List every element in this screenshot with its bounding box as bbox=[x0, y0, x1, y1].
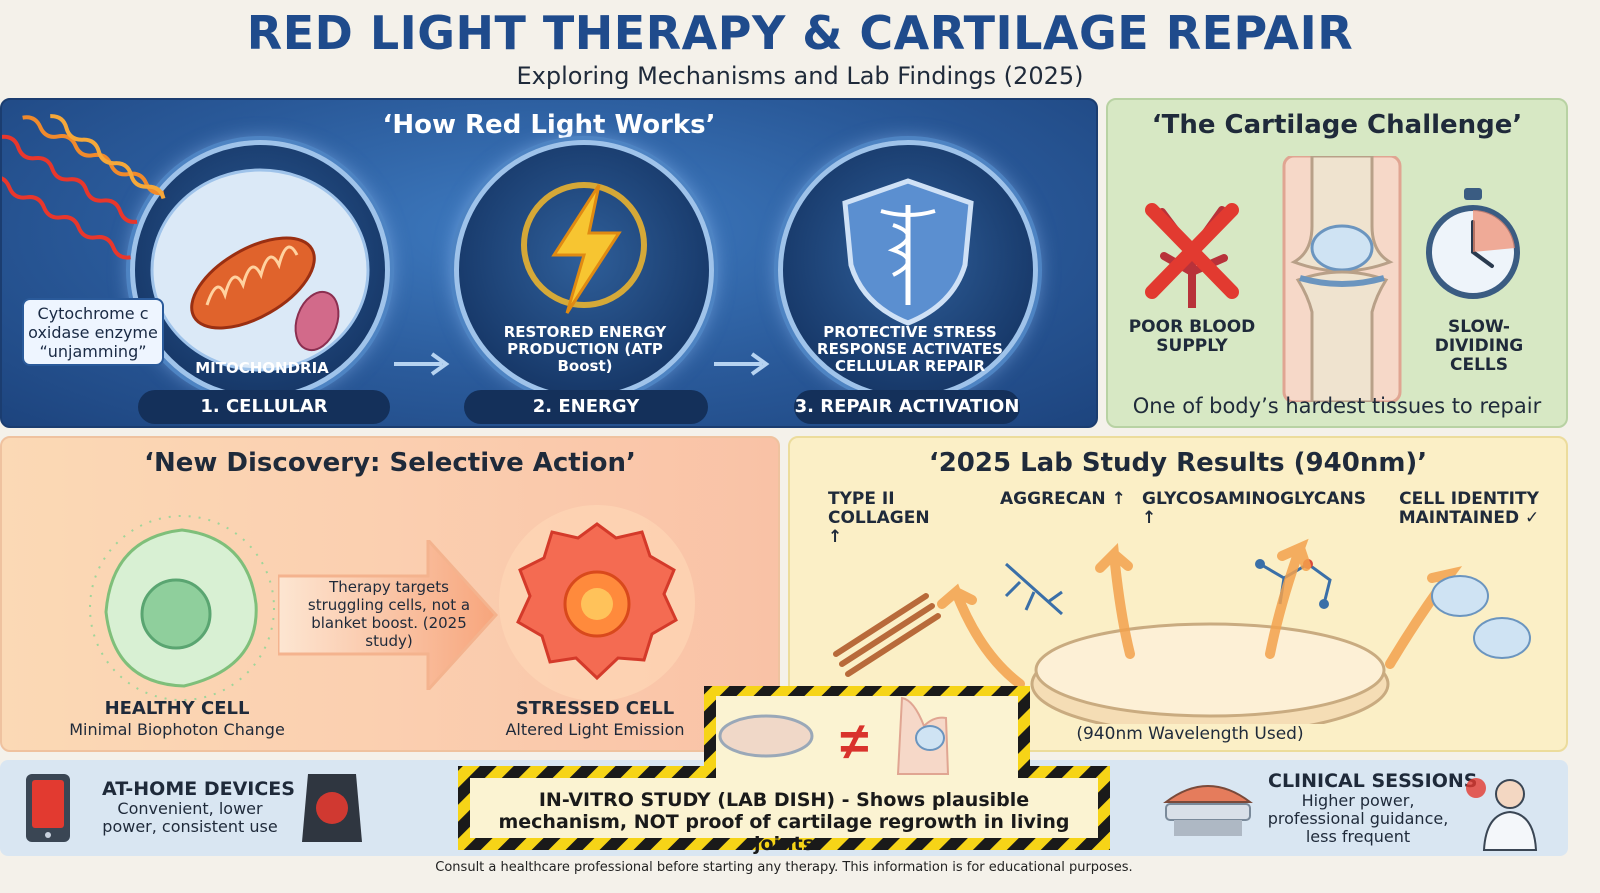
step-1-label: 1. CELLULAR ABSORPTION bbox=[138, 390, 390, 424]
knee-joint-icon bbox=[1282, 156, 1402, 402]
slow-dividing-cells-label: SLOW-DIVIDING CELLS bbox=[1434, 317, 1524, 375]
healthy-cell-subtitle: Minimal Biophoton Change bbox=[69, 720, 285, 739]
blocked-blood-vessel-icon bbox=[1145, 203, 1239, 308]
selective-action-panel: ‘New Discovery: Selective Action’ HEALTH… bbox=[0, 436, 780, 752]
lightning-icon bbox=[521, 182, 647, 314]
result-aggrecan: AGGRECAN ↑ bbox=[1000, 490, 1130, 509]
clinical-sessions-subtitle: Higher power, professional guidance, les… bbox=[1267, 791, 1449, 846]
home-devices-title: AT-HOME DEVICES bbox=[102, 778, 295, 800]
mitochondria-icon bbox=[150, 168, 370, 372]
stressed-cell-title: STRESSED CELL bbox=[515, 698, 675, 719]
result-label: CELL IDENTITY MAINTAINED bbox=[1398, 489, 1539, 528]
up-arrow-icon: ↑ bbox=[828, 527, 843, 547]
step-2-circle bbox=[454, 140, 714, 400]
knee-wrap-icon bbox=[302, 774, 362, 842]
shield-caduceus-icon bbox=[842, 178, 974, 326]
in-vitro-warning-box bbox=[458, 686, 1110, 850]
stressed-cell-subtitle: Altered Light Emission bbox=[505, 720, 685, 739]
step-3-circle bbox=[778, 140, 1038, 400]
how-panel-title: ‘How Red Light Works’ bbox=[382, 110, 716, 140]
cartilage-challenge-panel: ‘The Cartilage Challenge’ POOR BLOOD SUP… bbox=[1106, 98, 1568, 428]
step-1-circle bbox=[130, 140, 390, 400]
disclaimer-footnote: Consult a healthcare professional before… bbox=[435, 860, 1133, 875]
step-2-caption: RESTORED ENERGY PRODUCTION (ATP Boost) bbox=[503, 323, 667, 375]
stopwatch-icon bbox=[1426, 188, 1520, 299]
wavelength-caption: (940nm Wavelength Used) bbox=[1076, 724, 1304, 744]
home-devices-subtitle: Convenient, lower power, consistent use bbox=[102, 799, 278, 836]
healthy-cell-icon bbox=[89, 515, 275, 701]
healthy-cell-title: HEALTHY CELL bbox=[104, 698, 250, 719]
not-equal-icon: ≠ bbox=[840, 713, 869, 771]
discovery-panel-title: ‘New Discovery: Selective Action’ bbox=[144, 448, 636, 478]
up-arrow-icon: ↑ bbox=[1142, 508, 1157, 528]
step-1-caption: MITOCHONDRIA bbox=[195, 359, 329, 377]
result-cell-identity: CELL IDENTITY MAINTAINED ✓ bbox=[1394, 490, 1544, 528]
result-label: AGGRECAN bbox=[1000, 489, 1106, 509]
stressed-cell-icon bbox=[499, 505, 695, 701]
therapy-options-strip: AT-HOME DEVICES Convenient, lower power,… bbox=[0, 760, 1568, 856]
doctor-icon bbox=[1466, 778, 1538, 851]
enzyme-callout: Cytochrome c oxidase enzyme “unjamming” bbox=[22, 298, 164, 366]
cartilage-footer-text: One of body’s hardest tissues to repair bbox=[1132, 394, 1542, 418]
step-3-label: 3. REPAIR ACTIVATION bbox=[794, 390, 1020, 424]
result-glycosaminoglycans: GLYCOSAMINOGLYCANS ↑ bbox=[1142, 490, 1382, 528]
in-vitro-warning-text: IN-VITRO STUDY (LAB DISH) - Shows plausi… bbox=[498, 789, 1070, 855]
result-label: TYPE II COLLAGEN bbox=[828, 489, 930, 528]
result-label: GLYCOSAMINOGLYCANS bbox=[1142, 489, 1367, 509]
page-subtitle: Exploring Mechanisms and Lab Findings (2… bbox=[516, 62, 1084, 90]
clinical-sessions-title: CLINICAL SESSIONS bbox=[1268, 770, 1478, 792]
step-2-label: 2. ENERGY RESTORATION bbox=[464, 390, 708, 424]
up-arrow-icon: ↑ bbox=[1111, 489, 1126, 509]
petri-dish-results-icon bbox=[833, 538, 1531, 724]
cartilage-panel-title: ‘The Cartilage Challenge’ bbox=[1151, 110, 1523, 140]
lab-panel-title: ‘2025 Lab Study Results (940nm)’ bbox=[928, 448, 1428, 478]
home-device-icon bbox=[26, 774, 70, 842]
arrow-right-icon bbox=[394, 352, 450, 376]
selective-arrow-icon bbox=[278, 540, 498, 690]
step-3-caption: PROTECTIVE STRESS RESPONSE ACTIVATES CEL… bbox=[817, 323, 1003, 375]
selective-action-text: Therapy targets struggling cells, not a … bbox=[307, 578, 471, 650]
clinical-bed-icon bbox=[1163, 785, 1253, 836]
result-type-ii-collagen: TYPE II COLLAGEN ↑ bbox=[828, 490, 938, 547]
checkmark-icon: ✓ bbox=[1525, 508, 1540, 528]
how-red-light-works-panel: ‘How Red Light Works’ MITOCHONDRIA 1. CE… bbox=[0, 98, 1098, 428]
red-light-rays-icon bbox=[2, 114, 166, 260]
poor-blood-supply-label: POOR BLOOD SUPPLY bbox=[1128, 317, 1256, 356]
arrow-right-icon bbox=[714, 352, 770, 376]
page-title: RED LIGHT THERAPY & CARTILAGE REPAIR bbox=[246, 6, 1354, 60]
